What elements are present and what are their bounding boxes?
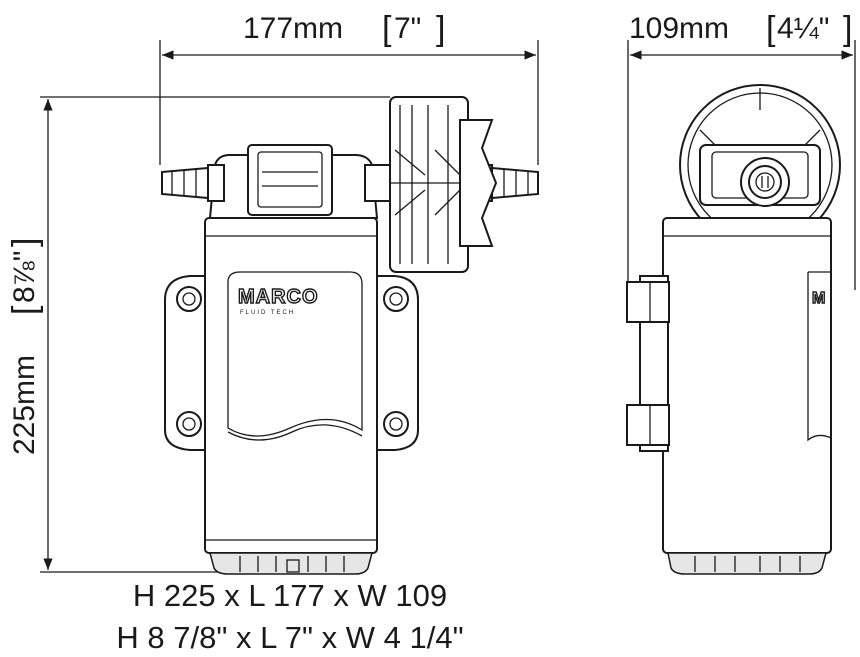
width-imperial-label: 4¼" <box>777 12 829 45</box>
length-dimension: 177mm [ 7" ] <box>159 10 539 165</box>
width-metric-label: 109mm <box>629 12 729 45</box>
svg-text:[: [ <box>6 305 44 315</box>
side-motor-body <box>662 217 832 554</box>
inlet-port <box>161 164 225 202</box>
label-panel <box>227 271 363 437</box>
brand-logo: MARCO <box>238 286 319 308</box>
mounting-holes <box>176 286 409 437</box>
brand-tagline: FLUID TECH <box>240 310 295 316</box>
motor-body <box>204 217 378 554</box>
caption-imperial: H 8 7/8" x L 7" x W 4 1/4" <box>116 620 464 655</box>
height-metric-label: 225mm <box>8 355 41 455</box>
side-port <box>740 157 790 207</box>
height-dimension: 225mm [ 8⅞" ] <box>6 96 390 573</box>
svg-text:M: M <box>812 290 826 307</box>
length-metric-label: 177mm <box>243 12 343 45</box>
length-imperial-label: 7" <box>394 12 421 45</box>
svg-text:[: [ <box>382 10 392 48</box>
width-dimension: 109mm [ 4¼" ] <box>627 10 856 290</box>
side-motor-base <box>667 552 827 575</box>
front-view: MARCO FLUID TECH <box>161 96 539 575</box>
side-view: M <box>626 84 841 575</box>
svg-text:[: [ <box>766 10 776 48</box>
height-imperial-label: 8⅞" <box>8 251 41 303</box>
side-bracket <box>626 275 670 452</box>
motor-base <box>209 552 373 575</box>
caption-metric: H 225 x L 177 x W 109 <box>132 578 448 613</box>
svg-text:]: ] <box>436 10 445 48</box>
svg-text:]: ] <box>6 238 44 247</box>
svg-text:]: ] <box>843 10 852 48</box>
filter-housing <box>389 96 498 273</box>
